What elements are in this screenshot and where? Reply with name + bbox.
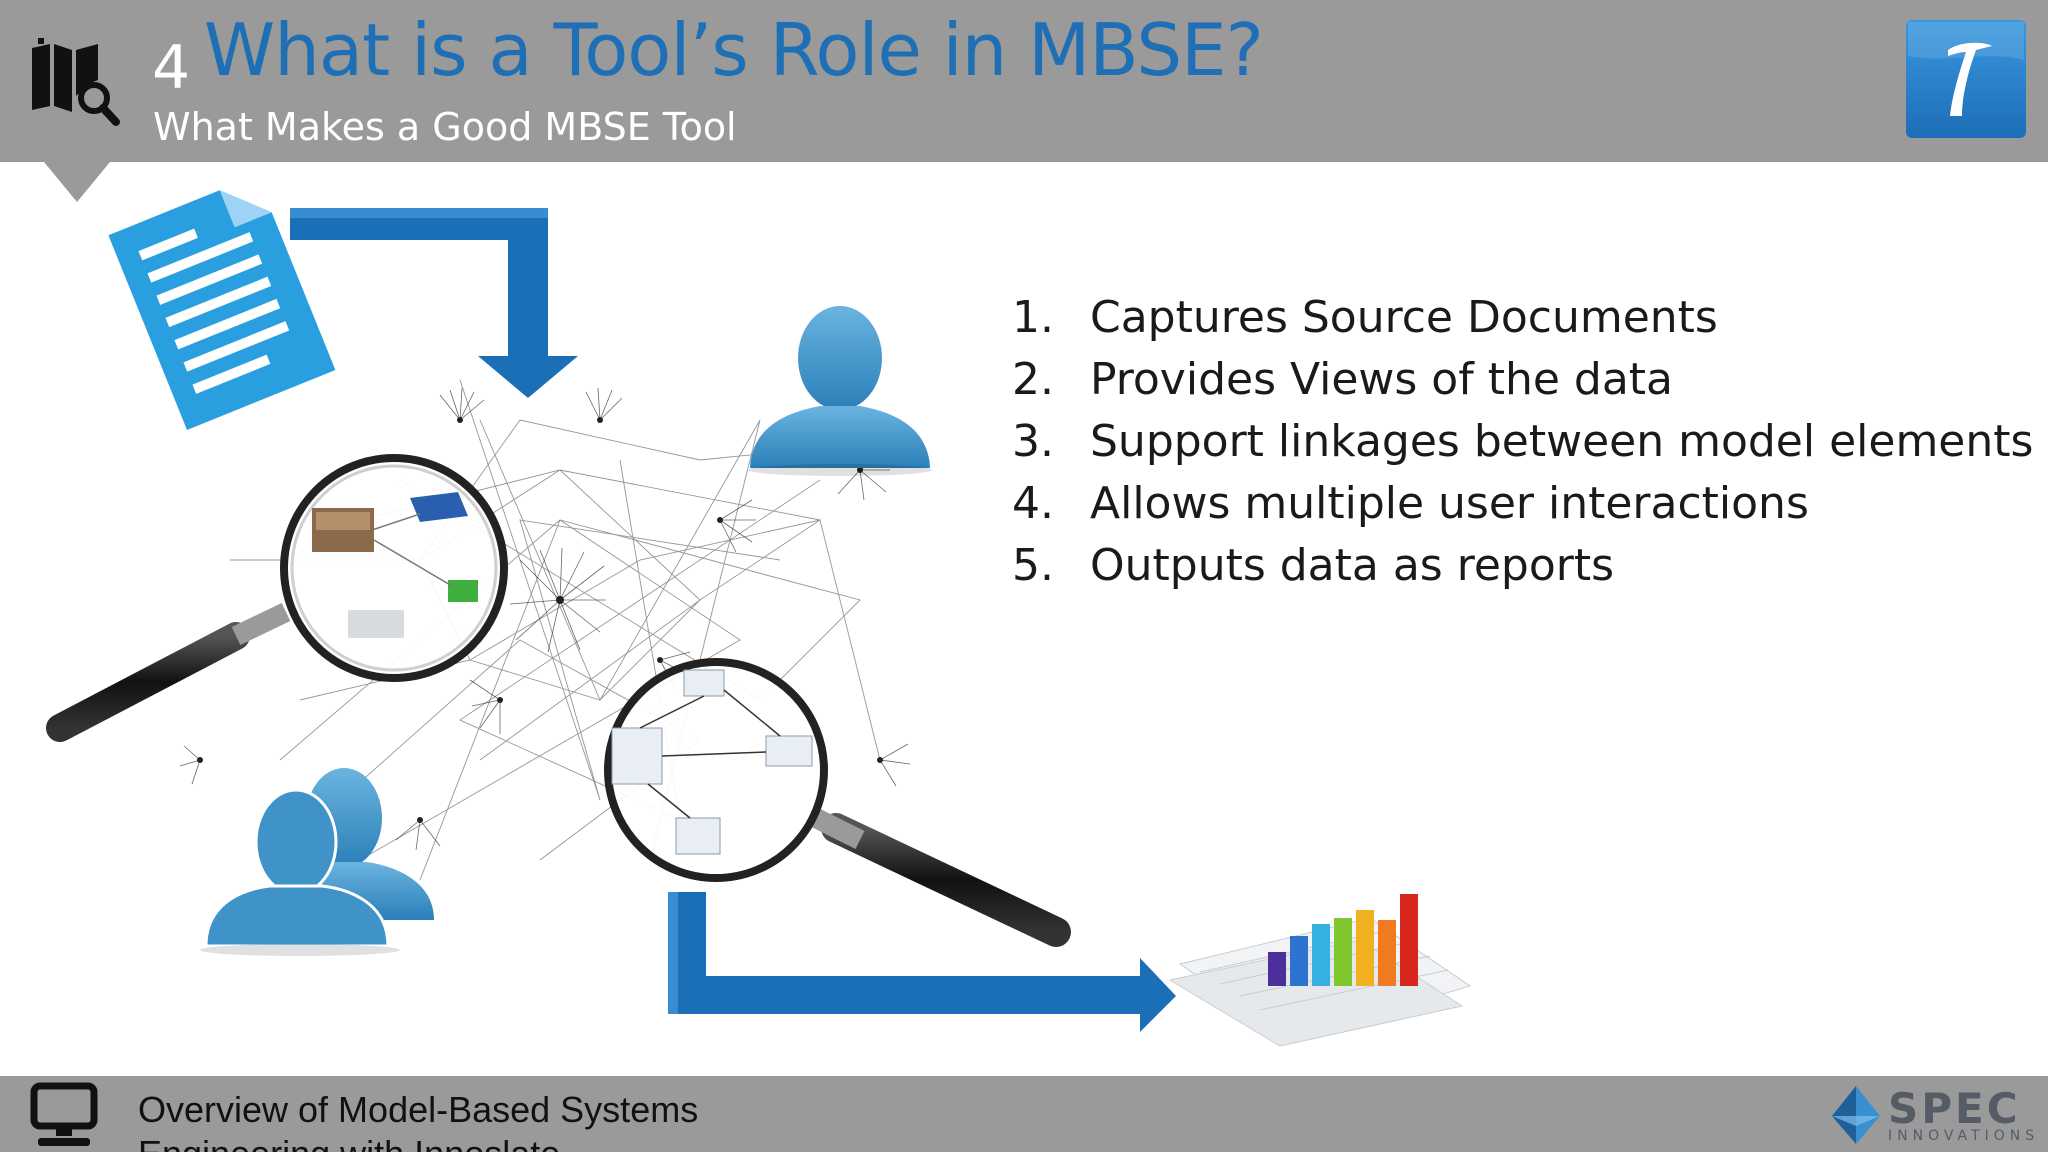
role-list: 1. Captures Source Documents 2. Provides… — [1012, 286, 2033, 596]
arrow-right-icon — [668, 892, 1176, 1032]
magnifying-glass-icon — [46, 454, 508, 742]
list-text: Allows multiple user interactions — [1090, 477, 1809, 529]
list-item: 5. Outputs data as reports — [1012, 534, 2033, 596]
list-text: Captures Source Documents — [1090, 291, 1718, 343]
innoslate-logo — [1906, 20, 2026, 138]
header-notch — [44, 162, 110, 202]
spec-innovations-logo: SPEC INNOVATIONS — [1826, 1082, 2036, 1148]
list-text: Support linkages between model elements — [1090, 415, 2034, 467]
list-number: 5. — [1012, 539, 1054, 591]
spec-logo-word: SPEC — [1888, 1084, 2021, 1133]
slide-subtitle: What Makes a Good MBSE Tool — [153, 105, 737, 149]
users-group-icon — [200, 768, 434, 956]
list-number: 4. — [1012, 477, 1054, 529]
network-dots — [197, 417, 883, 823]
footer-bar: Overview of Model-Based Systems Engineer… — [0, 1076, 2048, 1152]
list-number: 2. — [1012, 353, 1054, 405]
header-bar: 4 What is a Tool’s Role in MBSE? What Ma… — [0, 0, 2048, 162]
list-number: 1. — [1012, 291, 1054, 343]
list-text: Provides Views of the data — [1090, 353, 1673, 405]
footer-text: Overview of Model-Based Systems Engineer… — [138, 1089, 699, 1152]
mbse-illustration — [46, 190, 1472, 1047]
book-search-icon — [32, 38, 120, 126]
monitor-icon — [30, 1082, 98, 1146]
slide-title: What is a Tool’s Role in MBSE? — [204, 8, 1264, 92]
spec-logo-subtext: INNOVATIONS — [1888, 1128, 2040, 1144]
document-icon — [108, 190, 336, 430]
list-number: 3. — [1012, 415, 1054, 467]
list-item: 1. Captures Source Documents — [1012, 286, 2033, 348]
user-icon — [748, 306, 932, 476]
list-item: 3. Support linkages between model elemen… — [1012, 410, 2033, 472]
list-item: 2. Provides Views of the data — [1012, 348, 2033, 410]
magnifying-glass-icon — [604, 658, 1071, 947]
bar-chart-report-icon — [1168, 894, 1472, 1047]
list-text: Outputs data as reports — [1090, 539, 1615, 591]
arrow-down-icon — [290, 208, 578, 398]
list-item: 4. Allows multiple user interactions — [1012, 472, 2033, 534]
slide-number: 4 — [152, 33, 191, 103]
